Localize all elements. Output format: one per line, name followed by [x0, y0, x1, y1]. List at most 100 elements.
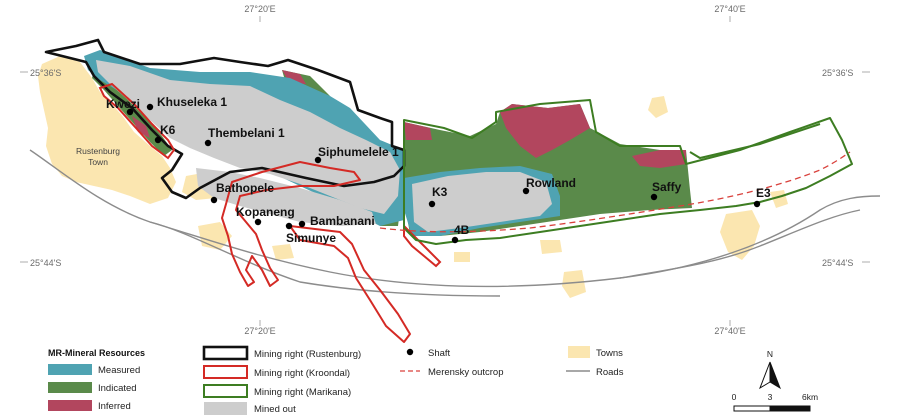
shaft-marker-thembelani	[204, 139, 212, 147]
legend-label-merensky: Merensky outcrop	[428, 367, 504, 378]
mining-right-kroondal	[403, 223, 442, 268]
roads-layer	[29, 149, 881, 297]
shaft-marker-siphumelele	[314, 156, 322, 164]
legend-label-towns: Towns	[596, 348, 623, 359]
legend-swatch-kroondal	[203, 365, 248, 379]
shaft-label-khuseleka: Khuseleka 1	[157, 95, 227, 109]
legend-label-inferred: Inferred	[98, 401, 131, 412]
shaft-marker-k6	[154, 136, 162, 144]
shaft-label-k6: K6	[160, 123, 176, 137]
lon-label-top-right: 27°40'E	[714, 4, 745, 14]
mined-out-area	[96, 60, 400, 214]
mining-right-kroondal	[98, 82, 176, 160]
shaft-label-siphumelele: Siphumelele 1	[318, 145, 399, 159]
scale-label-6km: 6km	[802, 392, 818, 402]
merensky-outcrop-line	[379, 151, 851, 233]
north-arrow-icon: N	[759, 349, 781, 390]
legend-label-measured: Measured	[98, 365, 140, 376]
town-area	[540, 240, 562, 254]
lat-label-top-left: 25°36'S	[30, 68, 61, 78]
inferred-area	[632, 150, 686, 168]
road	[29, 149, 881, 288]
shaft-label-bambanani: Bambanani	[310, 214, 375, 228]
town-area	[648, 96, 668, 118]
scale-label-3: 3	[768, 392, 773, 402]
town-label-rustenburg-line1: Rustenburg	[76, 146, 120, 156]
lon-label-bottom-left: 27°20'E	[244, 326, 275, 336]
shaft-label-e3: E3	[756, 186, 771, 200]
shaft-label-simunye: Simunye	[286, 231, 336, 245]
mining-right-marikana	[689, 123, 821, 160]
scale-bar-segment	[769, 405, 811, 412]
legend-swatch-mined-out	[204, 402, 247, 415]
graticule: 27°20'E 27°40'E 27°20'E 27°40'E 25°36'S …	[20, 4, 870, 336]
legend-swatch-towns	[568, 346, 590, 358]
legend-swatch-inferred	[48, 400, 92, 411]
legend-label-rustenburg: Mining right (Rustenburg)	[254, 349, 361, 360]
shaft-label-4b: 4B	[454, 223, 470, 237]
shaft-label-kopaneng: Kopaneng	[236, 205, 295, 219]
legend-swatch-rustenburg	[202, 345, 249, 361]
legend-swatch-indicated	[48, 382, 92, 393]
inferred-area	[132, 116, 150, 138]
graticule-ticks	[20, 16, 870, 326]
legend-label-roads: Roads	[596, 367, 624, 378]
mined-out-area	[412, 172, 552, 232]
legend-label-indicated: Indicated	[98, 383, 137, 394]
legend-label-mined-out: Mined out	[254, 404, 296, 415]
town-area	[720, 210, 760, 260]
shaft-marker-bambanani	[298, 220, 306, 228]
shaft-marker-rowland	[522, 187, 530, 195]
shaft-marker-kopaneng	[254, 218, 262, 226]
mining-rights-layer	[44, 38, 853, 343]
legend-label-marikana: Mining right (Marikana)	[254, 387, 351, 398]
north-arrow-label: N	[767, 349, 773, 359]
mining-right-rustenburg	[44, 38, 406, 200]
road	[619, 209, 861, 279]
shaft-label-k3: K3	[432, 185, 448, 199]
scale-bar-segment	[733, 405, 771, 412]
shaft-marker-saffy	[650, 193, 658, 201]
legend-swatch-marikana	[203, 384, 248, 398]
mineral-resource-layer	[84, 50, 692, 236]
mining-right-kroondal	[221, 161, 361, 287]
legend-label-kroondal: Mining right (Kroondal)	[254, 368, 350, 379]
shaft-marker-simunye	[285, 222, 293, 230]
shaft-marker-4b	[451, 236, 459, 244]
legend: MR-Mineral Resources Measured Indicated …	[48, 345, 624, 415]
town-area	[562, 270, 586, 298]
inferred-area	[500, 104, 590, 158]
road	[149, 221, 501, 297]
lon-label-bottom-right: 27°40'E	[714, 326, 745, 336]
lat-label-bottom-left: 25°44'S	[30, 258, 61, 268]
shaft-label-kwezi: Kwezi	[106, 97, 140, 111]
shaft-label-rowland: Rowland	[526, 176, 576, 190]
scale-label-0: 0	[732, 392, 737, 402]
inferred-area	[404, 122, 432, 140]
shaft-label-saffy: Saffy	[652, 180, 682, 194]
towns-layer	[38, 56, 788, 298]
shaft-marker-e3	[753, 200, 761, 208]
mining-right-kroondal	[289, 225, 411, 343]
lat-label-top-right: 25°36'S	[822, 68, 853, 78]
shaft-marker-bathopele	[210, 196, 218, 204]
shaft-marker-khuseleka	[146, 103, 154, 111]
legend-label-shaft: Shaft	[428, 348, 451, 359]
rustenburg-town-area	[38, 56, 176, 204]
legend-swatch-shaft	[406, 348, 414, 356]
town-area	[272, 244, 294, 260]
scale-bar: 0 3 6km	[732, 392, 818, 412]
legend-title: MR-Mineral Resources	[48, 348, 145, 358]
shafts-layer: Kwezi Khuseleka 1 K6 Thembelani 1 Siphum…	[106, 95, 771, 245]
town-label-rustenburg-line2: Town	[88, 157, 108, 167]
shaft-label-thembelani: Thembelani 1	[208, 126, 285, 140]
shaft-marker-k3	[428, 200, 436, 208]
mined-out-area	[196, 168, 376, 226]
lat-label-bottom-right: 25°44'S	[822, 258, 853, 268]
shaft-marker-kwezi	[126, 108, 134, 116]
shaft-label-bathopele: Bathopele	[216, 181, 274, 195]
lon-label-top-left: 27°20'E	[244, 4, 275, 14]
town-area	[454, 252, 470, 262]
